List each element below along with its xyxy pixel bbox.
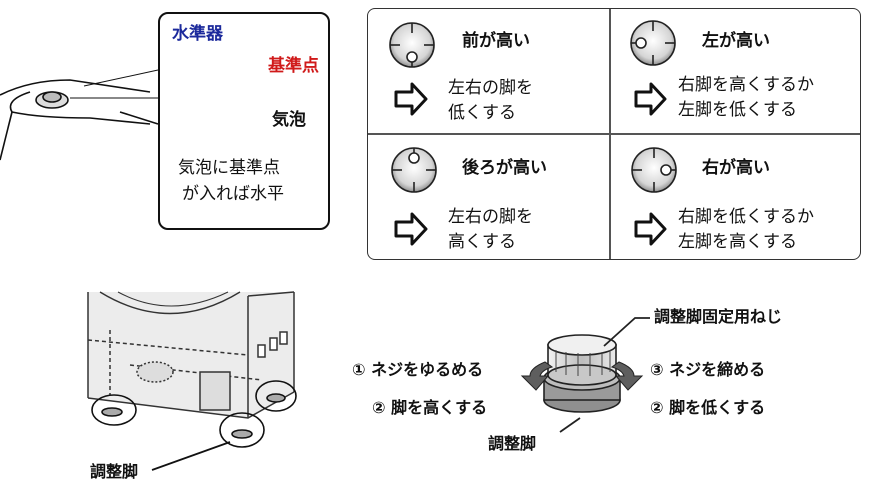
case-front-high-line2: 低くする — [448, 103, 516, 123]
case-right-high-line1: 右脚を低くするか — [678, 207, 814, 227]
case-back-high-line1: 左右の脚を — [448, 207, 533, 227]
case-left-high-title: 左が高い — [702, 31, 770, 51]
level-callout — [158, 12, 330, 230]
adjust-foot-label-bottom: 調整脚 — [90, 462, 139, 481]
case-right-high-title: 右が高い — [702, 158, 770, 178]
rotate-arrow-icons — [520, 361, 644, 391]
washer-top-illustration — [0, 69, 159, 161]
case-back-high-line2: 高くする — [448, 232, 516, 252]
case-front-high-title: 前が高い — [462, 31, 530, 51]
level-rule-line2: が入れば水平 — [182, 184, 284, 204]
case-left-high-line1: 右脚を高くするか — [678, 75, 814, 95]
case-front-high-line1: 左右の脚を — [448, 78, 533, 98]
adjust-foot-icon — [543, 317, 650, 433]
case-right-high-line2: 左脚を高くする — [678, 232, 797, 252]
step-lower-foot: ② 脚を低くする — [650, 398, 766, 417]
step-tighten-screw: ③ ネジを締める — [650, 360, 766, 379]
grid-divider-horizontal — [368, 133, 860, 135]
level-rule-line1: 気泡に基準点 — [178, 158, 280, 178]
level-cases-table — [367, 8, 861, 260]
fixing-screw-label: 調整脚固定用ねじ — [654, 307, 783, 326]
step-raise-foot: ② 脚を高くする — [372, 398, 488, 417]
level-title: 水準器 — [172, 24, 223, 44]
case-left-high-line2: 左脚を低くする — [678, 100, 797, 120]
reference-point-label: 基準点 — [268, 56, 319, 76]
adjust-foot-label-center: 調整脚 — [488, 434, 537, 453]
bubble-label: 気泡 — [272, 110, 306, 130]
arrow-icons — [394, 82, 667, 246]
foot-highlight-circles — [91, 380, 297, 471]
case-gauges — [389, 20, 677, 193]
washer-body-illustration — [87, 291, 295, 419]
case-back-high-title: 後ろが高い — [462, 158, 547, 178]
step-loosen-screw: ① ネジをゆるめる — [352, 360, 484, 379]
